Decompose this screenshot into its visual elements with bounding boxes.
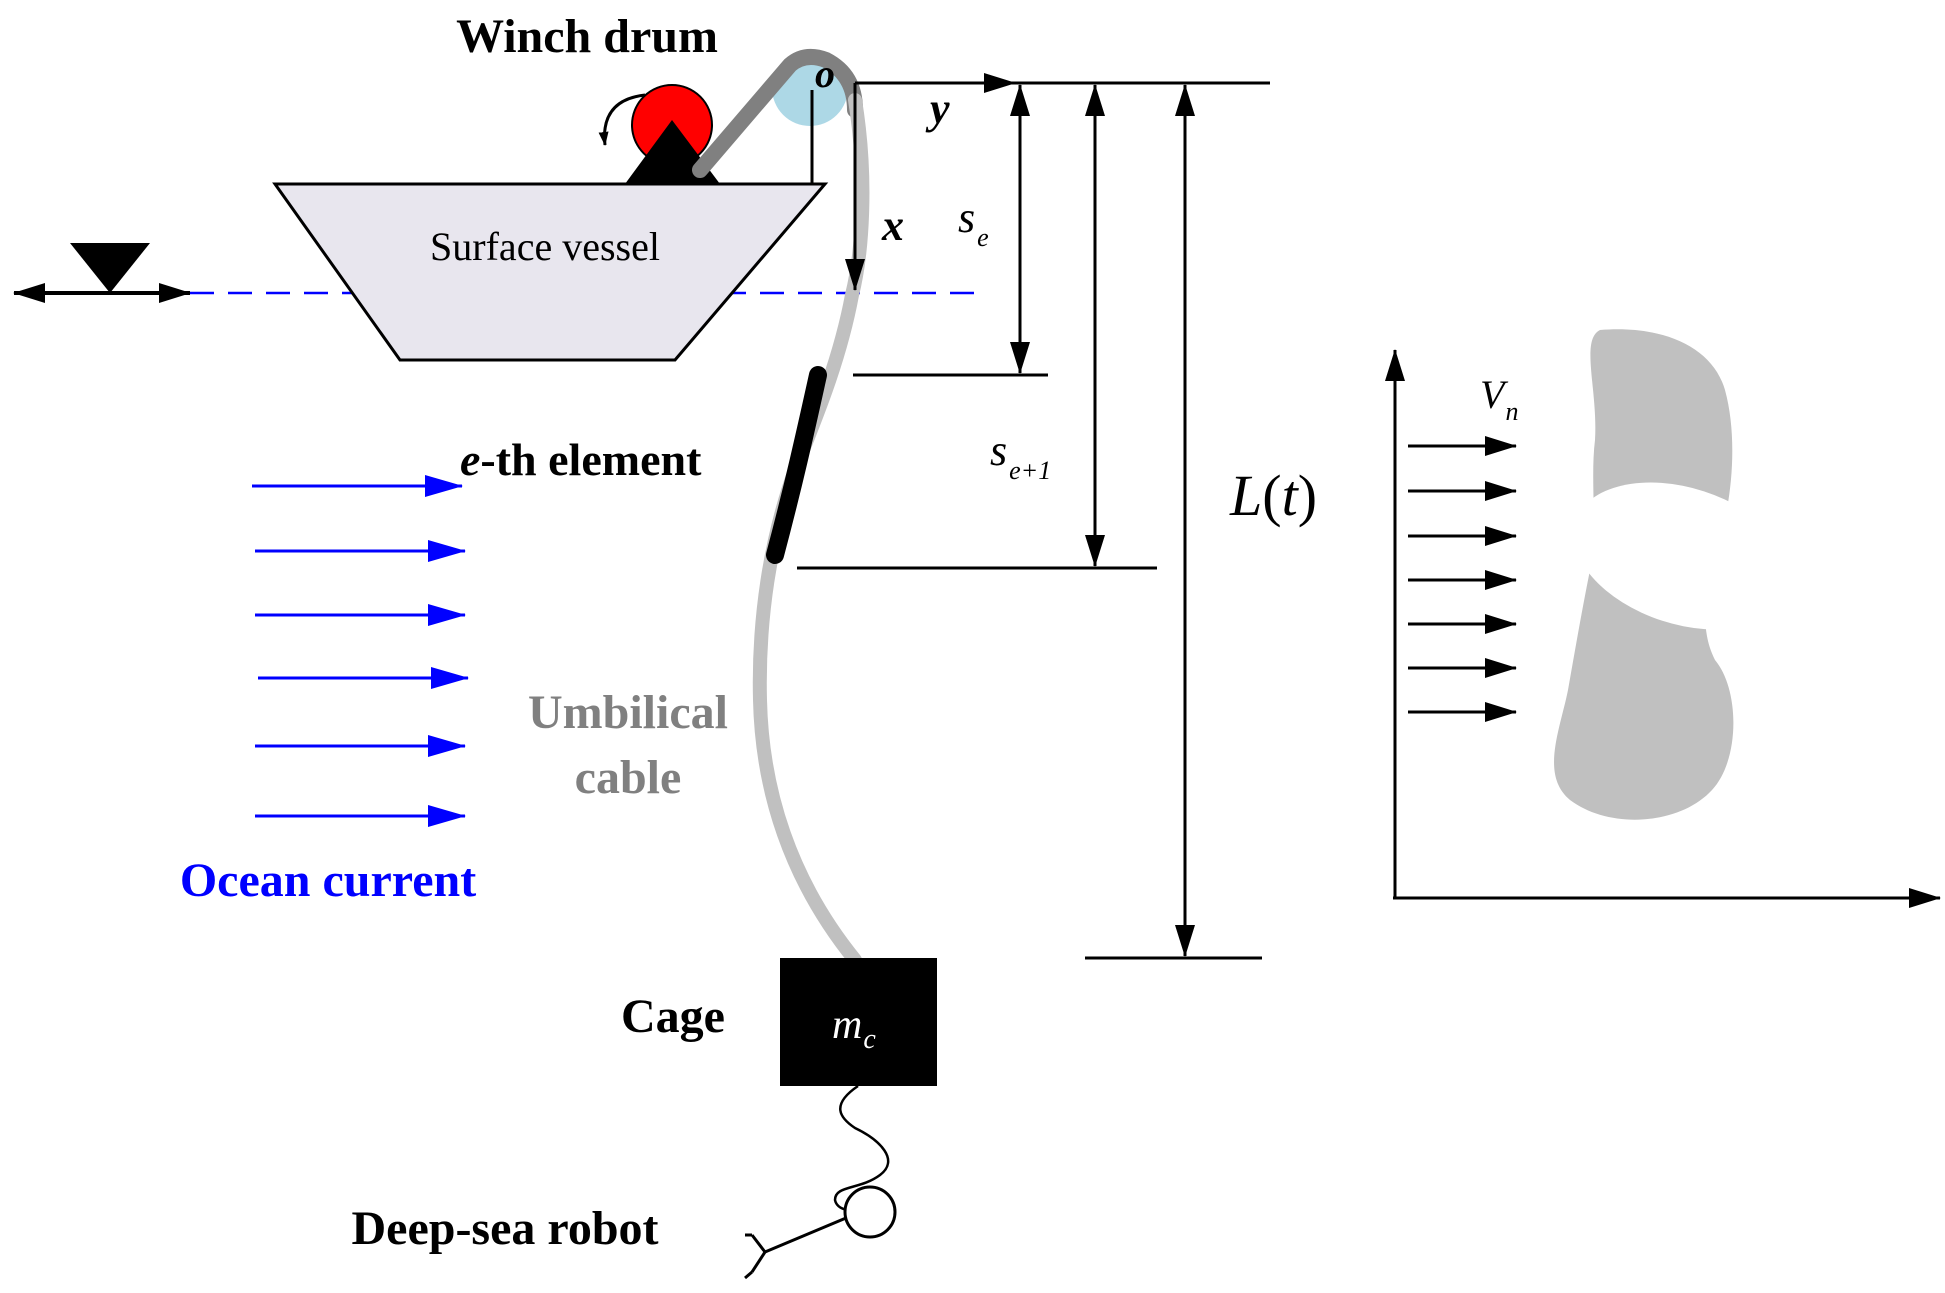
umbilical-label-1: Umbilical xyxy=(528,686,728,739)
vessel-label: Surface vessel xyxy=(430,224,660,269)
cage-mass-label: mc xyxy=(832,1002,876,1055)
cable-over-pulley xyxy=(692,48,863,178)
cross-section-inset: Vn xyxy=(1385,329,1941,908)
umbilical-label-2: cable xyxy=(575,751,682,804)
vessel-hull xyxy=(272,182,829,362)
origin-label: o xyxy=(815,51,835,96)
umbilical-cable: Umbilical cable xyxy=(528,93,870,967)
curved-arrow-icon xyxy=(598,93,646,146)
se-label: se xyxy=(958,193,989,252)
deep-sea-robot: Deep-sea robot xyxy=(351,1084,897,1280)
circle-claw-icon xyxy=(744,1233,767,1280)
tether xyxy=(833,1084,890,1212)
coordinate-axes: o y x xyxy=(815,51,1016,291)
winch-drum-label: Winch drum xyxy=(456,10,718,63)
cage-box xyxy=(780,958,937,1086)
robot-arm xyxy=(764,1216,847,1254)
dimensions: se se+1 L(t) xyxy=(797,81,1317,960)
cable-cross-section xyxy=(1573,482,1793,630)
se1-label: se+1 xyxy=(990,426,1051,485)
vn-label: Vn xyxy=(1480,372,1518,426)
element-label: e-th element xyxy=(460,434,702,485)
ocean-current: Ocean current xyxy=(180,475,476,907)
cage: mc Cage xyxy=(621,958,937,1086)
inverted-triangle-icon xyxy=(70,243,150,293)
winch-assembly: Winch drum xyxy=(456,10,863,184)
x-axis-label: x xyxy=(881,201,904,250)
ocean-current-label: Ocean current xyxy=(180,854,476,907)
robot-label: Deep-sea robot xyxy=(351,1202,658,1255)
cage-label: Cage xyxy=(621,990,725,1043)
surface-vessel: Surface vessel xyxy=(272,182,829,362)
lt-label: L(t) xyxy=(1229,463,1317,528)
cable-element-e xyxy=(766,366,827,564)
y-axis-label: y xyxy=(925,84,950,133)
robot-body xyxy=(843,1185,897,1239)
